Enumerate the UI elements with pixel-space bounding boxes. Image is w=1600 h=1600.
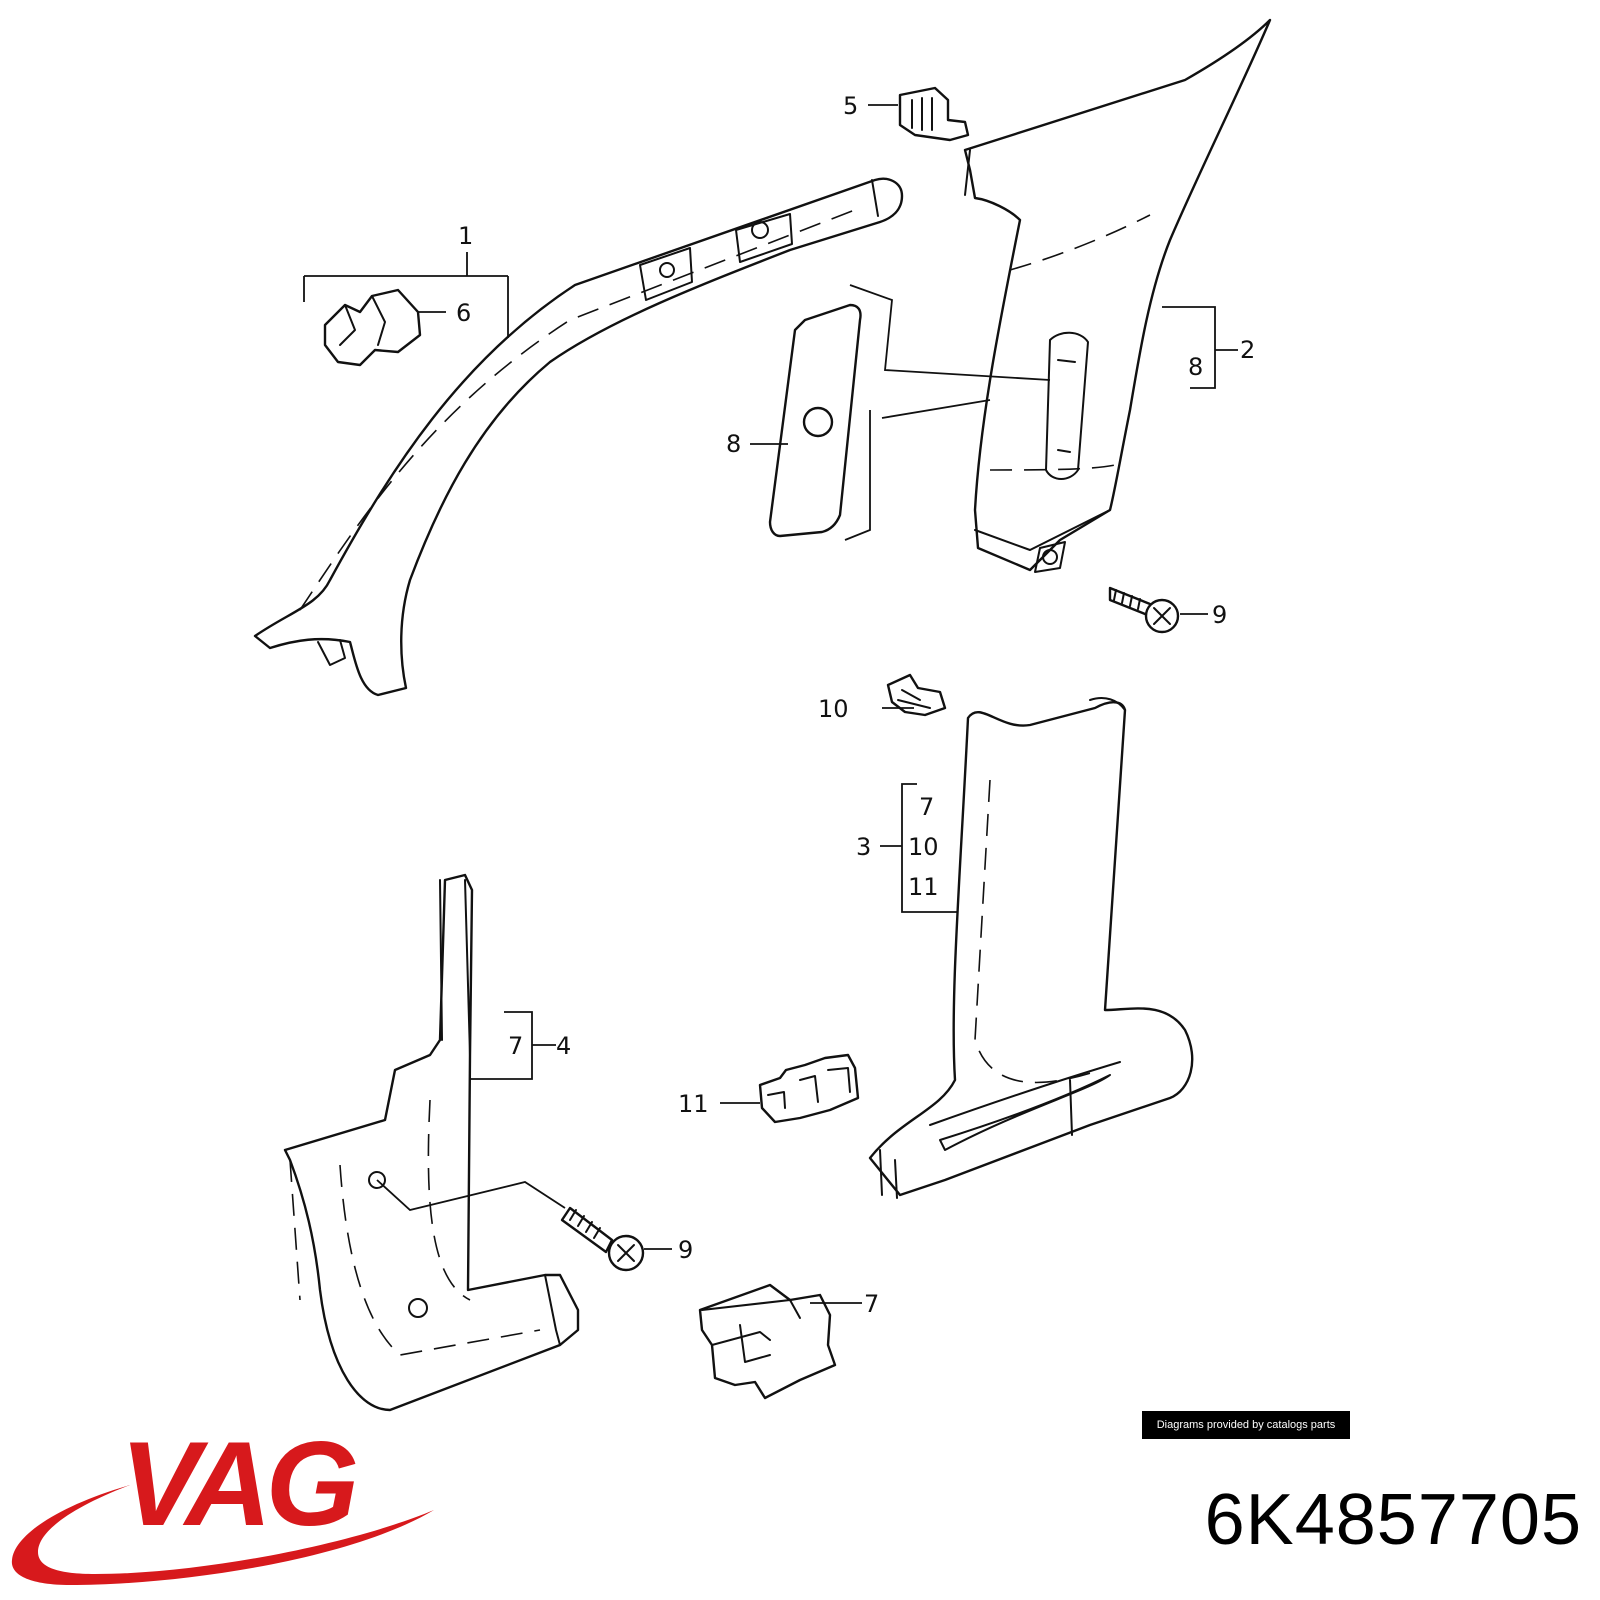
diagram-credit-badge: Diagrams provided by catalogs parts (1142, 1411, 1350, 1439)
callout-11-clip: 11 (678, 1090, 709, 1118)
screw-part-9-lower (560, 1206, 645, 1272)
callout-7-group4: 7 (508, 1032, 523, 1060)
callout-11-group3: 11 (908, 873, 939, 901)
callout-8-group2: 8 (1188, 353, 1203, 381)
callout-10-group3: 10 (908, 833, 939, 861)
screw-part-9-upper (1108, 586, 1180, 634)
callout-labels: 1 6 5 8 2 8 9 10 7 3 10 11 11 7 4 9 7 (456, 92, 1255, 1318)
callout-3: 3 (856, 833, 871, 861)
callout-4: 4 (556, 1032, 571, 1060)
a-pillar-trim (253, 177, 904, 697)
clip-part-5 (898, 86, 970, 142)
callout-10-clip: 10 (818, 695, 849, 723)
b-pillar-upper-trim (963, 18, 1272, 573)
callout-7-clip: 7 (864, 1290, 879, 1318)
callout-9-lower: 9 (678, 1236, 693, 1264)
callout-7-group3: 7 (919, 793, 934, 821)
callout-9-upper: 9 (1212, 601, 1227, 629)
clip-part-7 (698, 1283, 837, 1400)
vag-logo: VAG (11, 1417, 434, 1585)
callout-8-left: 8 (726, 430, 741, 458)
clip-part-11 (758, 1053, 860, 1124)
clip-part-10 (886, 673, 947, 717)
part-number: 6K4857705 (1204, 1480, 1582, 1560)
callout-5: 5 (843, 92, 858, 120)
cover-plate-part-8 (768, 284, 1051, 541)
vag-logo-swoosh (11, 1485, 434, 1585)
callout-6: 6 (456, 299, 471, 327)
vag-logo-text: VAG (120, 1417, 356, 1551)
callout-2: 2 (1240, 336, 1255, 364)
b-pillar-lower-trim (868, 697, 1194, 1199)
clip-part-6 (323, 288, 422, 367)
a-pillar-lower-trim (283, 873, 580, 1412)
callout-1: 1 (458, 222, 473, 250)
leader-lines (303, 104, 1238, 1304)
